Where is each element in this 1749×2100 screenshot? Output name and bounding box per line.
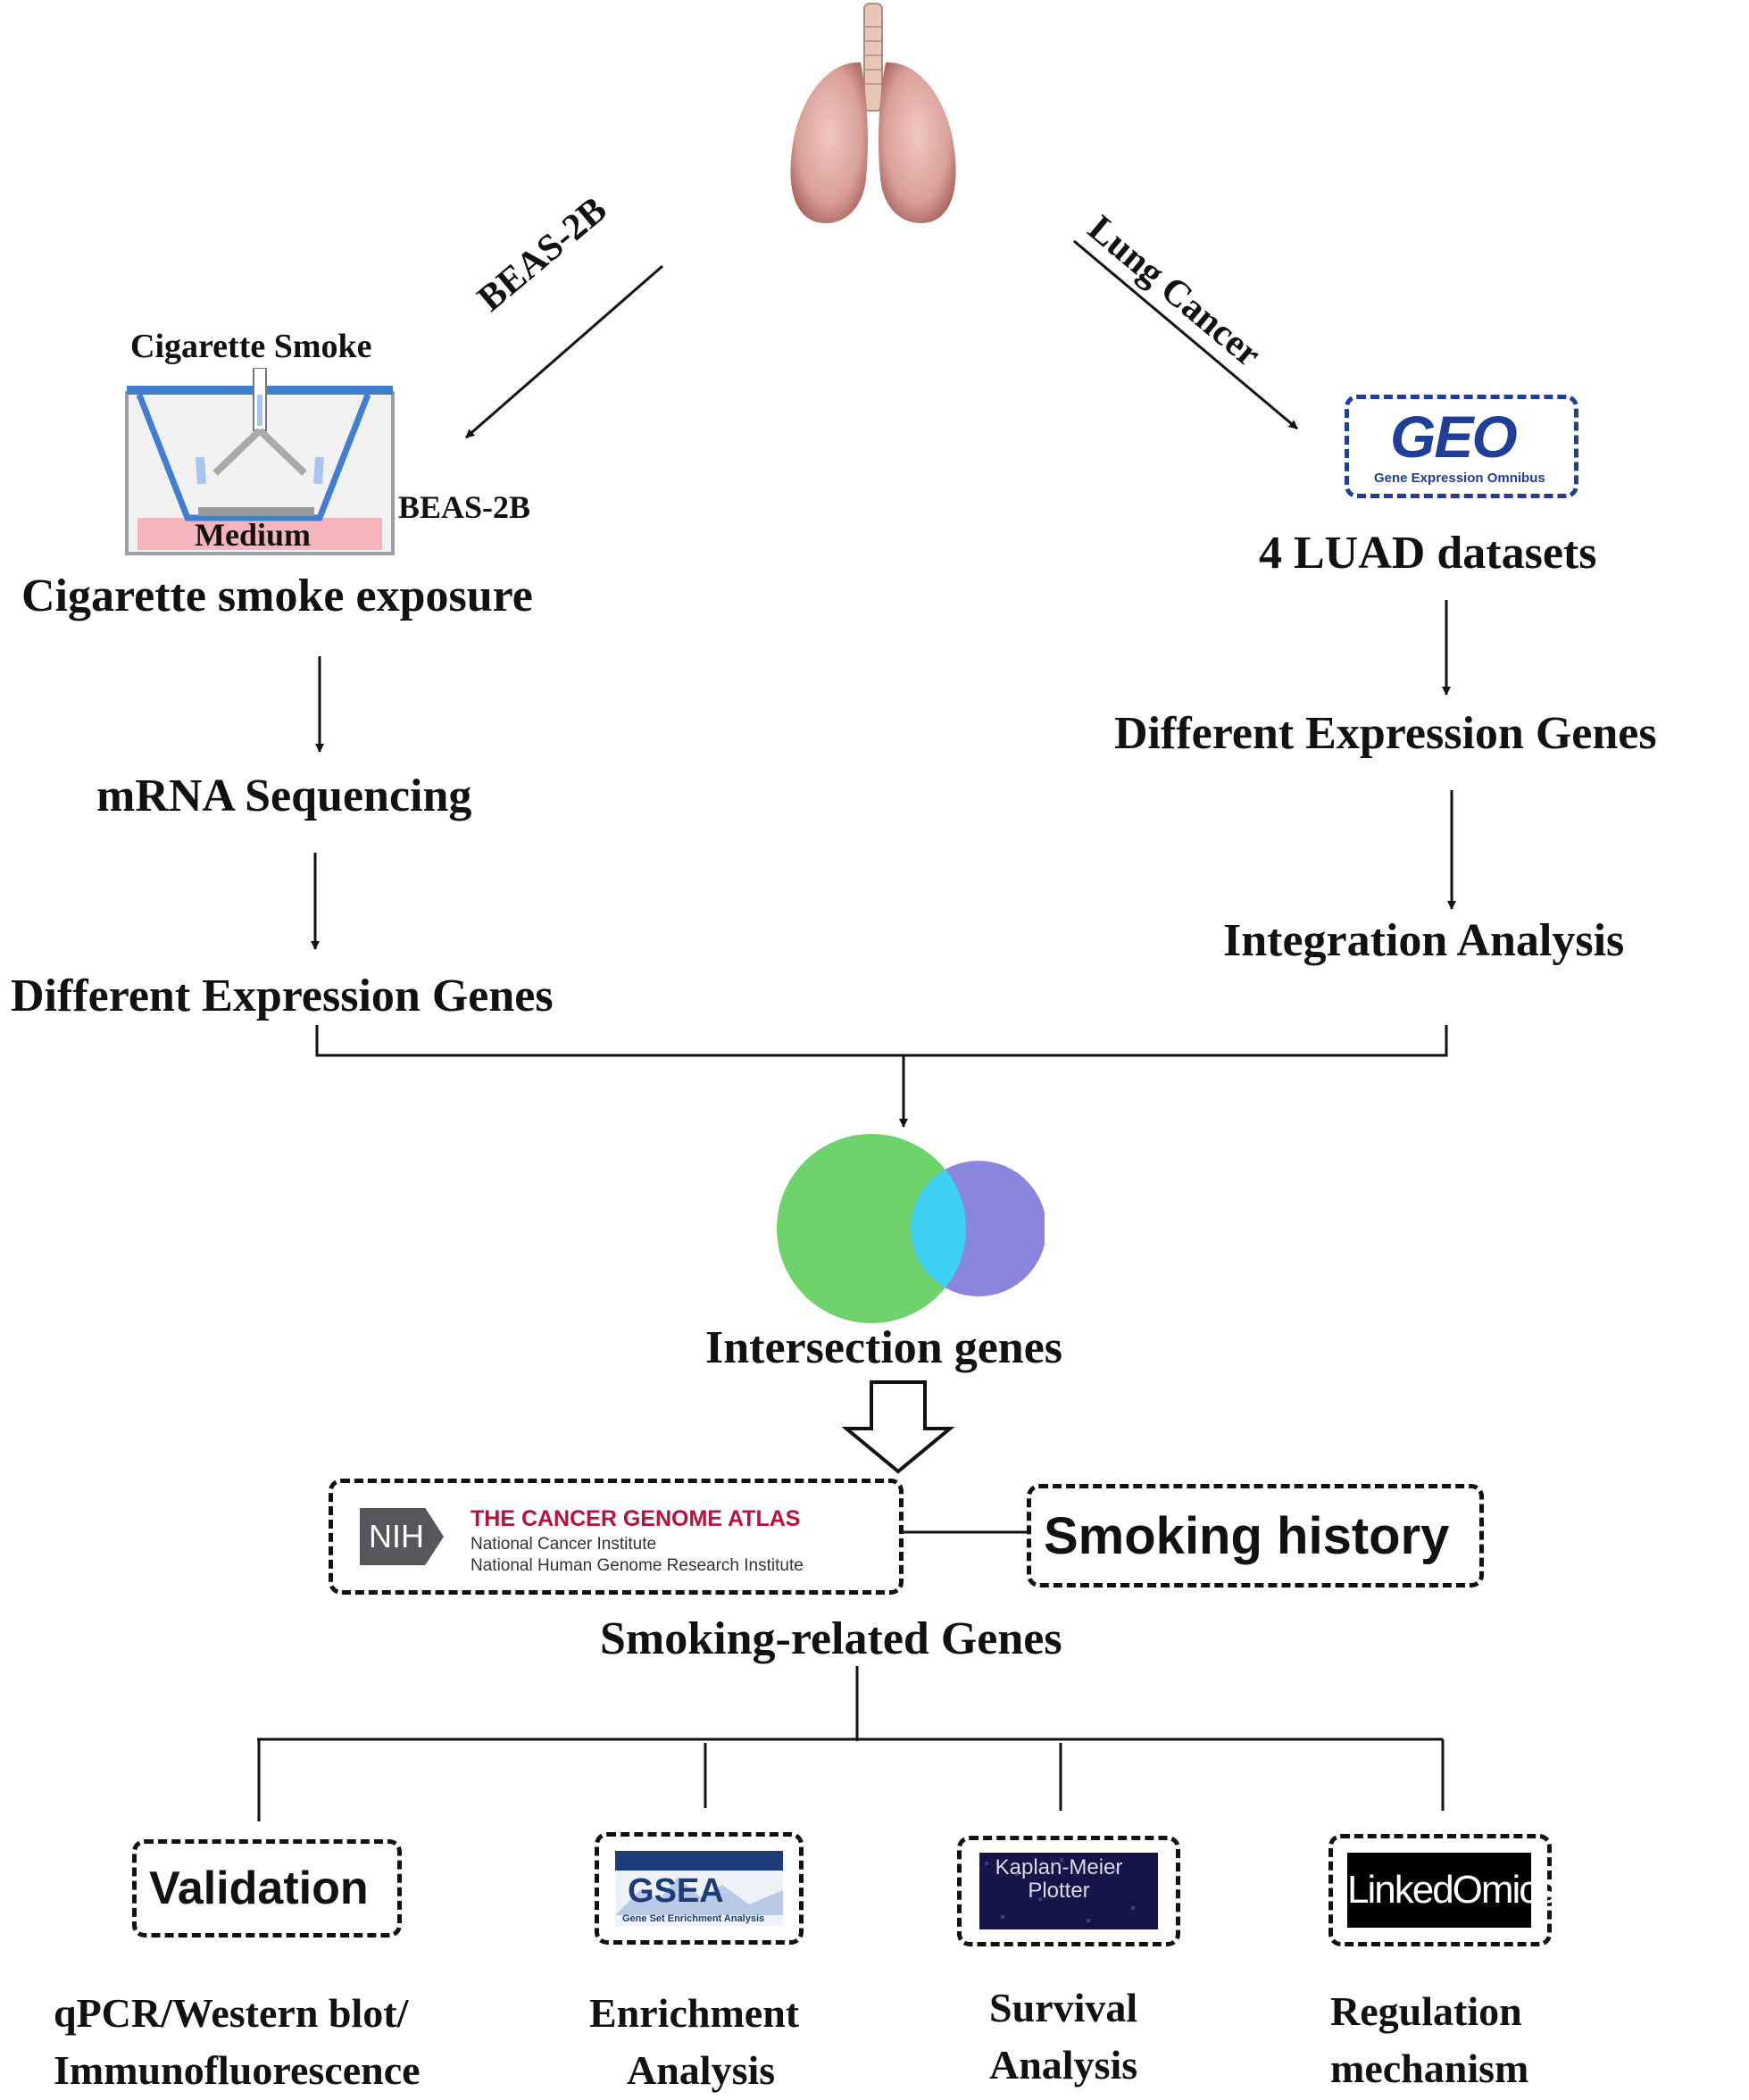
luad-datasets-label: 4 LUAD datasets (1259, 528, 1597, 579)
enrichment-caption-2: Analysis (627, 2047, 776, 2093)
kaplan-meier-logo-text: Kaplan-Meier Plotter (995, 1855, 1123, 1903)
right-deg-label: Different Expression Genes (1114, 708, 1657, 759)
smoking-history-label: Smoking history (1044, 1507, 1450, 1565)
venn-diagram-icon (777, 1134, 1045, 1323)
regulation-caption-2: mechanism (1330, 2046, 1529, 2091)
integration-analysis-label: Integration Analysis (1223, 915, 1625, 966)
gsea-logo-icon: GSEA Gene Set Enrichment Analysis (615, 1851, 783, 1926)
tcga-line2: National Human Genome Research Institute (471, 1556, 804, 1575)
gsea-box: GSEA Gene Set Enrichment Analysis (595, 1832, 804, 1945)
nih-badge-text: NIH (369, 1518, 424, 1554)
exposure-title: Cigarette smoke exposure (21, 571, 533, 621)
kaplan-meier-logo-icon: Kaplan-Meier Plotter (979, 1853, 1158, 1929)
geo-logo-subtext: Gene Expression Omnibus (1374, 471, 1545, 486)
survival-caption-2: Analysis (989, 2042, 1138, 2088)
schematic-cell-label: BEAS-2B (398, 489, 531, 525)
gsea-logo-text: GSEA (628, 1872, 724, 1910)
hollow-down-arrow (841, 1380, 955, 1474)
enrichment-caption-1: Enrichment (589, 1990, 800, 2036)
smoking-related-genes-label: Smoking-related Genes (600, 1613, 1062, 1664)
cigarette-smoke-label: Cigarette Smoke (130, 328, 372, 365)
tcga-logo-box: NIH THE CANCER GENOME ATLAS National Can… (329, 1479, 904, 1595)
survival-caption-1: Survival (989, 1985, 1138, 2030)
left-deg-label: Different Expression Genes (11, 971, 554, 1021)
gsea-logo-subtext: Gene Set Enrichment Analysis (622, 1913, 765, 1924)
exposure-chamber-icon (125, 368, 395, 555)
lungs-icon (790, 3, 956, 224)
kaplan-meier-box: Kaplan-Meier Plotter (957, 1836, 1180, 1946)
nih-badge-icon: NIH (360, 1508, 444, 1565)
linkedomics-logo-text: LinkedOmics (1347, 1868, 1556, 1912)
geo-logo-text: GEO (1390, 404, 1518, 470)
linkedomics-box: LinkedOmics (1328, 1834, 1556, 1946)
validation-caption-1: qPCR/Western blot/ (54, 1990, 409, 2036)
merge-bracket (315, 1025, 1448, 1057)
tcga-line1: National Cancer Institute (471, 1535, 657, 1554)
linkedomics-logo: LinkedOmics (1347, 1853, 1556, 1928)
regulation-caption-1: Regulation (1330, 1988, 1522, 2034)
arrow-to-geo (1073, 239, 1298, 430)
smoking-history-box: Smoking history (1027, 1484, 1484, 1588)
arrow-to-beas2b (465, 264, 663, 439)
validation-box: Validation (132, 1839, 402, 1938)
intersection-genes-label: Intersection genes (705, 1322, 1063, 1373)
tcga-title: THE CANCER GENOME ATLAS (471, 1506, 801, 1531)
validation-caption-2: Immunofluorescence (54, 2047, 421, 2093)
mrna-sequencing-label: mRNA Sequencing (96, 771, 472, 821)
validation-label: Validation (149, 1862, 369, 1914)
geo-logo-box: GEO Gene Expression Omnibus (1345, 395, 1578, 498)
schematic-medium-label: Medium (195, 517, 311, 553)
